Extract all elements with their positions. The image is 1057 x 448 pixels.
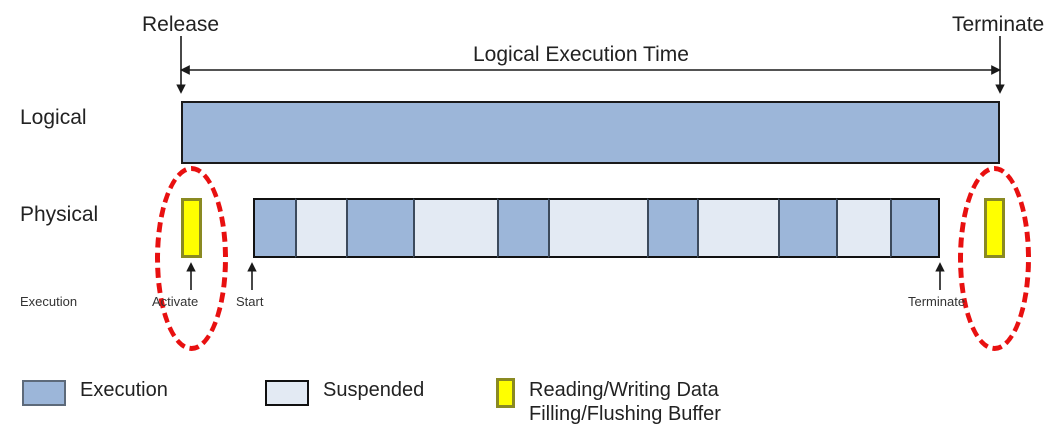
physical-timeline-track: [253, 198, 940, 258]
legend-label-io: Reading/Writing Data Filling/Flushing Bu…: [529, 378, 721, 426]
physical-segment-execution: [253, 198, 295, 258]
physical-segment-suspended: [413, 198, 497, 258]
terminate-highlight-ellipse: [958, 166, 1031, 351]
row-label-physical: Physical: [20, 203, 99, 226]
legend-label-io-line2: Filling/Flushing Buffer: [529, 403, 721, 425]
physical-segment-execution: [778, 198, 836, 258]
physical-segment-suspended: [548, 198, 647, 258]
start-marker-label: Start: [236, 294, 264, 309]
axis-caption-execution: Execution: [20, 294, 78, 309]
physical-segment-execution: [647, 198, 697, 258]
legend-item-execution: Execution: [22, 378, 168, 406]
release-label: Release: [142, 13, 220, 36]
legend-item-io: Reading/Writing Data Filling/Flushing Bu…: [496, 378, 721, 426]
legend-label-io-line1: Reading/Writing Data: [529, 379, 719, 401]
physical-segment-suspended: [836, 198, 890, 258]
physical-segment-execution: [497, 198, 548, 258]
row-label-logical: Logical: [20, 106, 87, 129]
legend-swatch-execution: [22, 380, 66, 406]
legend-item-suspended: Suspended: [265, 378, 424, 406]
physical-segment-execution: [890, 198, 940, 258]
legend-label-execution: Execution: [80, 379, 168, 401]
activate-marker-label: Activate: [152, 294, 199, 309]
physical-segment-suspended: [295, 198, 346, 258]
activate-highlight-ellipse: [155, 166, 228, 351]
physical-segment-suspended: [697, 198, 778, 258]
logical-execution-bar: [181, 101, 1000, 164]
logical-execution-time-label: Logical Execution Time: [473, 43, 689, 66]
legend-swatch-io: [496, 378, 515, 408]
legend-swatch-suspended: [265, 380, 309, 406]
legend-label-suspended: Suspended: [323, 379, 425, 401]
legend: Execution Suspended Reading/Writing Data…: [22, 378, 1032, 438]
terminate-label-top: Terminate: [952, 13, 1045, 36]
physical-segment-execution: [346, 198, 413, 258]
terminate-marker-label-bottom: Terminate: [908, 294, 966, 309]
